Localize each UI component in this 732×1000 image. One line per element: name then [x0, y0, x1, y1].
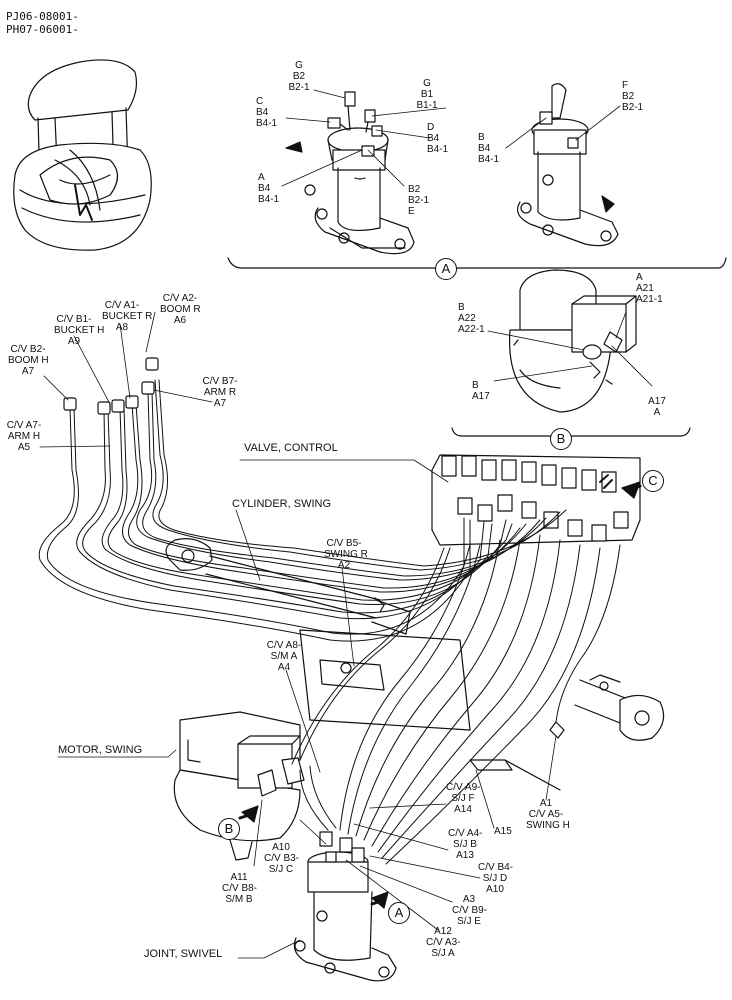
view-b-callout: B	[550, 428, 572, 450]
valve-control-label: VALVE, CONTROL	[244, 442, 338, 454]
control-valve-drawing	[431, 454, 641, 546]
detail-a-swivel-left	[285, 91, 415, 255]
serial-range-2: PH07-06001-	[6, 23, 79, 36]
joint-swivel-label: JOINT, SWIVEL	[144, 948, 223, 960]
motor-swing-label: MOTOR, SWING	[58, 744, 143, 756]
machine-overview-drawing	[13, 59, 152, 251]
view-a-arrow-callout: A	[388, 902, 410, 924]
swing-motor-drawing	[173, 711, 305, 861]
detail-a-swivel-right	[517, 83, 619, 247]
swivel-joint-drawing	[293, 831, 397, 982]
hose-fittings	[63, 357, 159, 415]
view-b-arrow-callout: B	[218, 818, 240, 840]
leader-lines	[39, 89, 653, 959]
hose-bundle	[38, 379, 621, 865]
hose-label-a15: A15	[494, 826, 512, 837]
serial-range-1: PJ06-08001-	[6, 10, 79, 23]
swing-cylinder-drawing	[165, 538, 665, 741]
detail-b-swing-motor	[508, 269, 637, 413]
view-c-callout: C	[642, 470, 664, 492]
view-a-callout: A	[435, 258, 457, 280]
cylinder-swing-label: CYLINDER, SWING	[232, 498, 332, 510]
